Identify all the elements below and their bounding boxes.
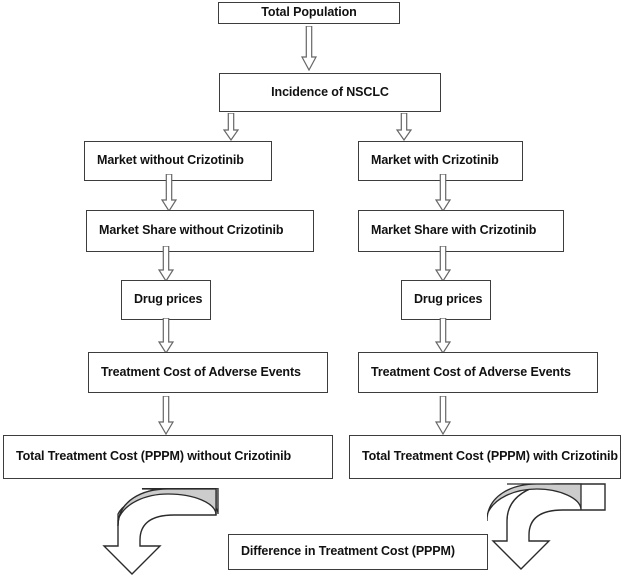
node-adverse-events-right[interactable]: Treatment Cost of Adverse Events bbox=[358, 352, 598, 393]
connector-adverse-right-to-total-cost bbox=[434, 396, 452, 435]
connector-incidence-to-market-with bbox=[395, 113, 413, 141]
connector-market-without-to-share bbox=[160, 174, 178, 212]
node-drug-prices-left[interactable]: Drug prices bbox=[121, 280, 211, 320]
node-total-cost-with-crizotinib-label: Total Treatment Cost (PPPM) with Crizoti… bbox=[362, 449, 618, 464]
node-difference-in-treatment-cost[interactable]: Difference in Treatment Cost (PPPM) bbox=[228, 534, 488, 570]
node-market-share-with-crizotinib-label: Market Share with Crizotinib bbox=[371, 223, 537, 238]
node-market-share-with-crizotinib[interactable]: Market Share with Crizotinib bbox=[358, 210, 564, 252]
node-difference-in-treatment-cost-label: Difference in Treatment Cost (PPPM) bbox=[241, 544, 455, 559]
node-total-cost-without-crizotinib-label: Total Treatment Cost (PPPM) without Criz… bbox=[16, 449, 292, 464]
node-adverse-events-left-label: Treatment Cost of Adverse Events bbox=[101, 364, 301, 379]
node-market-without-crizotinib-label: Market without Crizotinib bbox=[97, 153, 244, 168]
connector-market-with-to-share bbox=[434, 174, 452, 212]
connector-total-with-to-difference-curved-arrow bbox=[487, 483, 624, 573]
connector-population-to-incidence bbox=[300, 26, 318, 71]
node-total-cost-without-crizotinib[interactable]: Total Treatment Cost (PPPM) without Criz… bbox=[3, 435, 333, 479]
node-total-population[interactable]: Total Population bbox=[218, 2, 400, 24]
connector-adverse-left-to-total-cost bbox=[157, 396, 175, 435]
node-market-with-crizotinib-label: Market with Crizotinib bbox=[371, 153, 499, 168]
node-market-share-without-crizotinib-label: Market Share without Crizotinib bbox=[99, 223, 284, 238]
node-incidence-nsclc[interactable]: Incidence of NSCLC bbox=[219, 73, 441, 112]
connector-incidence-to-market-without bbox=[222, 113, 240, 141]
node-market-without-crizotinib[interactable]: Market without Crizotinib bbox=[84, 141, 272, 181]
node-drug-prices-left-label: Drug prices bbox=[134, 292, 203, 307]
connector-drug-prices-left-to-adverse bbox=[157, 318, 175, 354]
node-market-share-without-crizotinib[interactable]: Market Share without Crizotinib bbox=[86, 210, 314, 252]
connector-share-with-to-drug-prices bbox=[434, 246, 452, 282]
node-incidence-nsclc-label: Incidence of NSCLC bbox=[271, 84, 389, 99]
node-total-cost-with-crizotinib[interactable]: Total Treatment Cost (PPPM) with Crizoti… bbox=[349, 435, 621, 479]
node-drug-prices-right[interactable]: Drug prices bbox=[401, 280, 491, 320]
node-adverse-events-left[interactable]: Treatment Cost of Adverse Events bbox=[88, 352, 328, 393]
node-drug-prices-right-label: Drug prices bbox=[414, 292, 483, 307]
connector-drug-prices-right-to-adverse bbox=[434, 318, 452, 354]
node-adverse-events-right-label: Treatment Cost of Adverse Events bbox=[371, 364, 571, 379]
connector-total-without-to-difference-curved-arrow bbox=[98, 488, 238, 578]
connector-share-without-to-drug-prices bbox=[157, 246, 175, 282]
node-total-population-label: Total Population bbox=[261, 5, 357, 20]
